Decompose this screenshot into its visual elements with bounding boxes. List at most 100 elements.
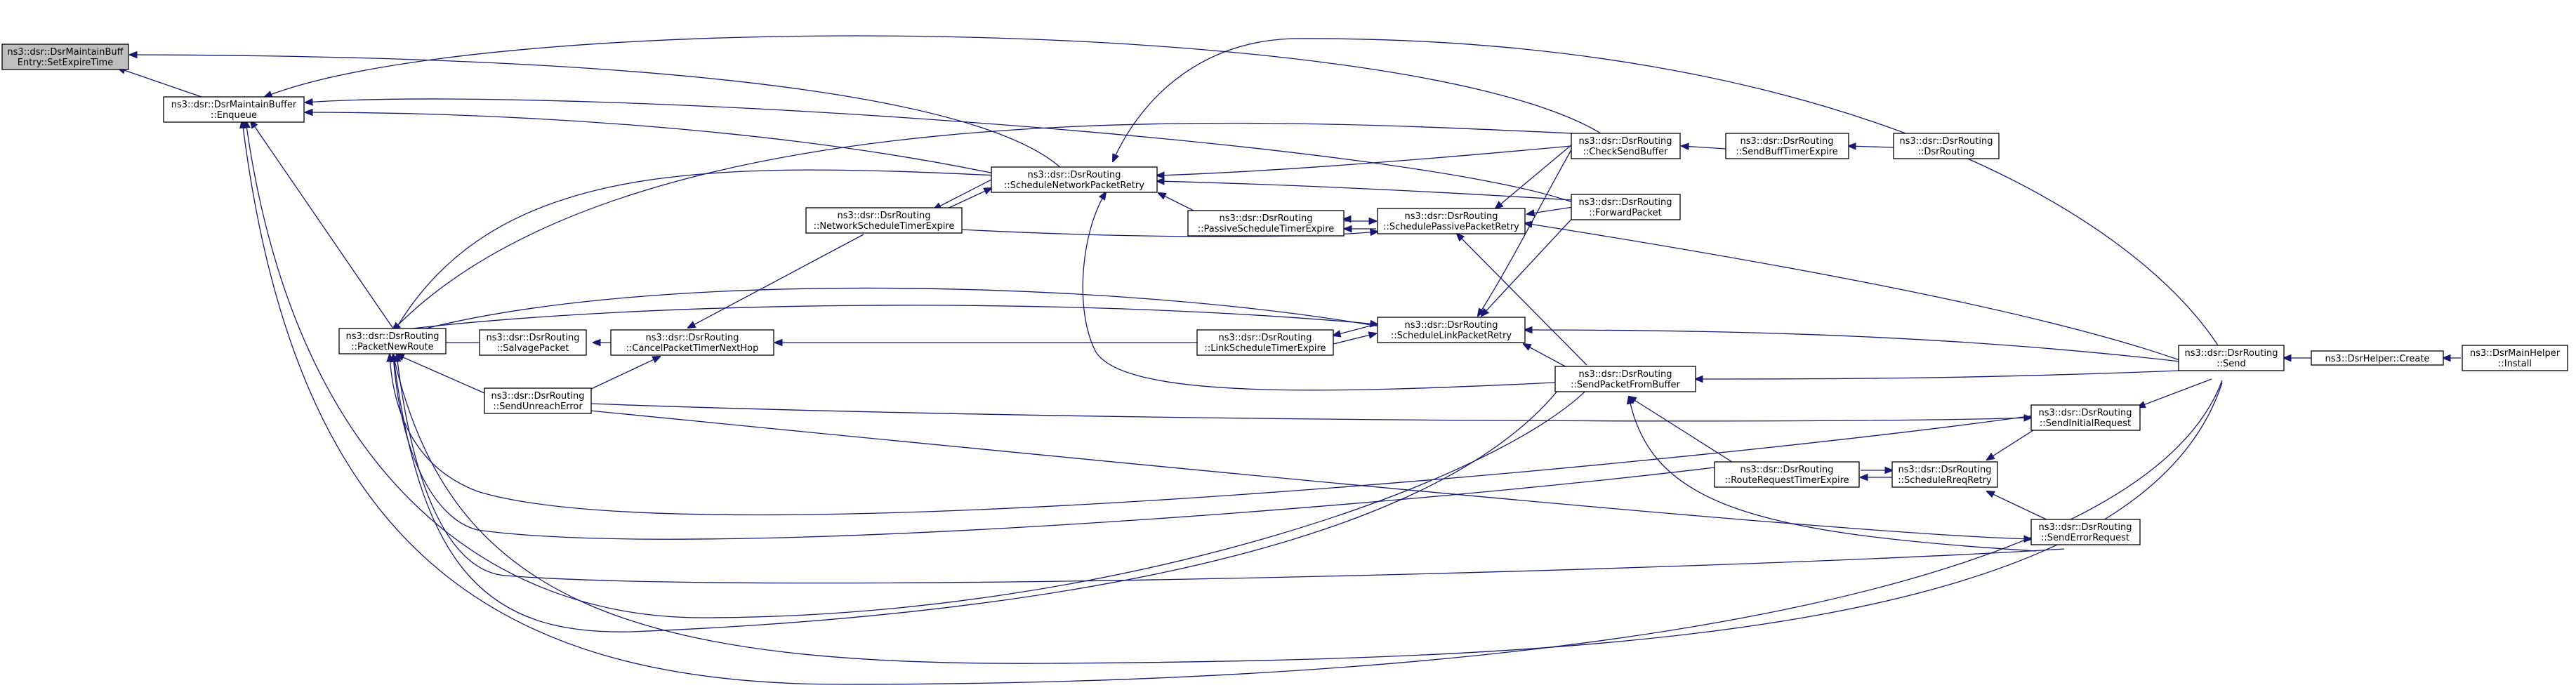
node-label: ns3::DsrMainHelper — [2470, 348, 2561, 359]
edge — [1682, 146, 1726, 149]
edge — [1629, 397, 1735, 464]
node-schedulepassivepacketretry[interactable]: ns3::dsr::DsrRouting ::SchedulePassivePa… — [1377, 208, 1526, 234]
edge — [390, 354, 2044, 516]
node-forwardpacket[interactable]: ns3::dsr::DsrRouting ::ForwardPacket — [1571, 194, 1681, 220]
node-label: ::Enqueue — [211, 110, 257, 121]
node-linkscheduletimerexpire[interactable]: ns3::dsr::DsrRouting ::LinkScheduleTimer… — [1196, 329, 1334, 356]
node-salvagepacket[interactable]: ns3::dsr::DsrRouting ::SalvagePacket — [479, 329, 587, 356]
edge — [251, 121, 394, 329]
edge — [397, 354, 2065, 584]
edge — [1457, 234, 1587, 366]
edge — [305, 99, 1577, 204]
edge — [1629, 397, 2037, 552]
node-setexpiretime[interactable]: ns3::dsr::DsrMaintainBuff Entry::SetExpi… — [1, 44, 129, 70]
node-label: ::SendBuffTimerExpire — [1736, 147, 1838, 157]
node-label: ::SchedulePassivePacketRetry — [1383, 222, 1519, 232]
node-label: ns3::dsr::DsrMaintainBuff — [7, 47, 124, 58]
node-sendbufftimerexpire[interactable]: ns3::dsr::DsrRouting ::SendBuffTimerExpi… — [1725, 133, 1849, 159]
edge — [118, 68, 202, 98]
node-label: ::SendErrorRequest — [2041, 533, 2129, 543]
node-label: ns3::dsr::DsrRouting — [1220, 213, 1313, 224]
edges — [118, 35, 2461, 685]
node-label: ns3::DsrHelper::Create — [2325, 354, 2430, 364]
node-label: ns3::dsr::DsrRouting — [1741, 465, 1834, 475]
node-label: ns3::dsr::DsrRouting — [2039, 408, 2132, 418]
node-send[interactable]: ns3::dsr::DsrRouting ::Send — [2178, 345, 2285, 371]
node-schedulelinkpacketretry[interactable]: ns3::dsr::DsrRouting ::ScheduleLinkPacke… — [1377, 317, 1526, 343]
node-schedulerreqretry[interactable]: ns3::dsr::DsrRouting ::ScheduleRreqRetry — [1891, 461, 1998, 488]
node-dsrmainhelper-install[interactable]: ns3::DsrMainHelper ::Install — [2462, 345, 2568, 371]
edge — [1082, 192, 1556, 391]
node-label: ::SendPacketFromBuffer — [1571, 380, 1680, 390]
node-networkscheduletimerexpire[interactable]: ns3::dsr::DsrRouting ::NetworkScheduleTi… — [805, 207, 963, 234]
node-label: ::ForwardPacket — [1589, 208, 1662, 218]
node-label: ns3::dsr::DsrRouting — [1579, 369, 1672, 380]
edge — [393, 169, 998, 333]
edge — [1696, 370, 2181, 379]
node-dsrhelper-create[interactable]: ns3::DsrHelper::Create — [2311, 350, 2444, 366]
edge — [1524, 344, 1570, 369]
node-label: ::Install — [2498, 359, 2532, 369]
edge — [2138, 378, 2212, 407]
node-routerequesttimerexpire[interactable]: ns3::dsr::DsrRouting ::RouteRequestTimer… — [1714, 461, 1860, 488]
node-cancelpackettimernexthop[interactable]: ns3::dsr::DsrRouting ::CancelPacketTimer… — [610, 329, 774, 356]
edge — [1525, 223, 2184, 362]
edge — [1481, 213, 1577, 316]
node-passivescheduletimerexpire[interactable]: ns3::dsr::DsrRouting ::PassiveScheduleTi… — [1187, 210, 1345, 237]
node-label: ::Send — [2217, 359, 2246, 369]
edge — [1495, 143, 1573, 208]
edge — [1113, 38, 2226, 359]
edge — [393, 122, 1573, 330]
edge — [1525, 330, 2181, 362]
node-label: ::ScheduleRreqRetry — [1898, 475, 1992, 486]
edge — [393, 354, 2223, 664]
edge — [246, 121, 1594, 618]
node-label: ::PacketNewRoute — [351, 342, 433, 352]
node-label: ns3::dsr::DsrRouting — [1579, 136, 1672, 147]
node-dsrrouting[interactable]: ns3::dsr::DsrRouting ::DsrRouting — [1893, 133, 2000, 159]
edge — [242, 121, 2223, 685]
edge — [934, 179, 992, 209]
node-label: Entry::SetExpireTime — [18, 58, 113, 68]
node-packetnewroute[interactable]: ns3::dsr::DsrRouting ::PacketNewRoute — [338, 328, 447, 354]
node-label: ns3::dsr::DsrMaintainBuffer — [171, 100, 297, 110]
node-label: ::PassiveScheduleTimerExpire — [1198, 224, 1335, 234]
node-label: ::SalvagePacket — [496, 343, 569, 354]
node-label: ::CheckSendBuffer — [1583, 147, 1669, 157]
node-label: ::ScheduleNetworkPacketRetry — [1004, 180, 1144, 191]
node-label: ns3::dsr::DsrRouting — [2039, 522, 2132, 533]
node-label: ns3::dsr::DsrRouting — [1579, 197, 1672, 208]
edge — [1849, 146, 1894, 147]
node-sendunreacherror[interactable]: ns3::dsr::DsrRouting ::SendUnreachError — [484, 387, 592, 414]
node-senderrorrequest[interactable]: ns3::dsr::DsrRouting ::SendErrorRequest — [2030, 519, 2141, 545]
node-sendpacketfrombuffer[interactable]: ns3::dsr::DsrRouting ::SendPacketFromBuf… — [1554, 366, 1696, 392]
node-label: ns3::dsr::DsrRouting — [1900, 136, 1993, 147]
node-label: ns3::dsr::DsrRouting — [1741, 136, 1834, 147]
node-checksendbuffer[interactable]: ns3::dsr::DsrRouting ::CheckSendBuffer — [1571, 133, 1681, 159]
edge — [589, 410, 2031, 539]
node-label: ns3::dsr::DsrRouting — [491, 391, 585, 402]
node-label: ns3::dsr::DsrRouting — [1219, 333, 1312, 343]
node-label: ns3::dsr::DsrRouting — [487, 333, 580, 343]
node-sendinitialrequest[interactable]: ns3::dsr::DsrRouting ::SendInitialReques… — [2030, 404, 2141, 431]
node-label: ::NetworkScheduleTimerExpire — [814, 221, 955, 232]
node-label: ::DsrRouting — [1918, 147, 1975, 157]
node-label: ns3::dsr::DsrRouting — [2185, 348, 2278, 359]
edge — [589, 403, 2031, 421]
node-label: ::LinkScheduleTimerExpire — [1204, 343, 1326, 354]
edge — [399, 305, 1378, 331]
nodes: ns3::dsr::DsrMaintainBuff Entry::SetExpi… — [1, 44, 2568, 545]
edge — [305, 112, 1005, 176]
node-label: ::SendInitialRequest — [2040, 418, 2131, 429]
edge — [397, 354, 485, 394]
node-label: ns3::dsr::DsrRouting — [346, 331, 440, 342]
node-enqueue[interactable]: ns3::dsr::DsrMaintainBuffer ::Enqueue — [163, 96, 305, 123]
edge — [265, 35, 1601, 134]
node-label: ns3::dsr::DsrRouting — [838, 211, 931, 221]
edge — [1157, 145, 1572, 175]
edge — [1527, 206, 1573, 214]
node-schedulenetworkpacketretry[interactable]: ns3::dsr::DsrRouting ::ScheduleNetworkPa… — [991, 166, 1158, 193]
node-label: ::RouteRequestTimerExpire — [1724, 475, 1849, 486]
edge — [589, 357, 660, 390]
